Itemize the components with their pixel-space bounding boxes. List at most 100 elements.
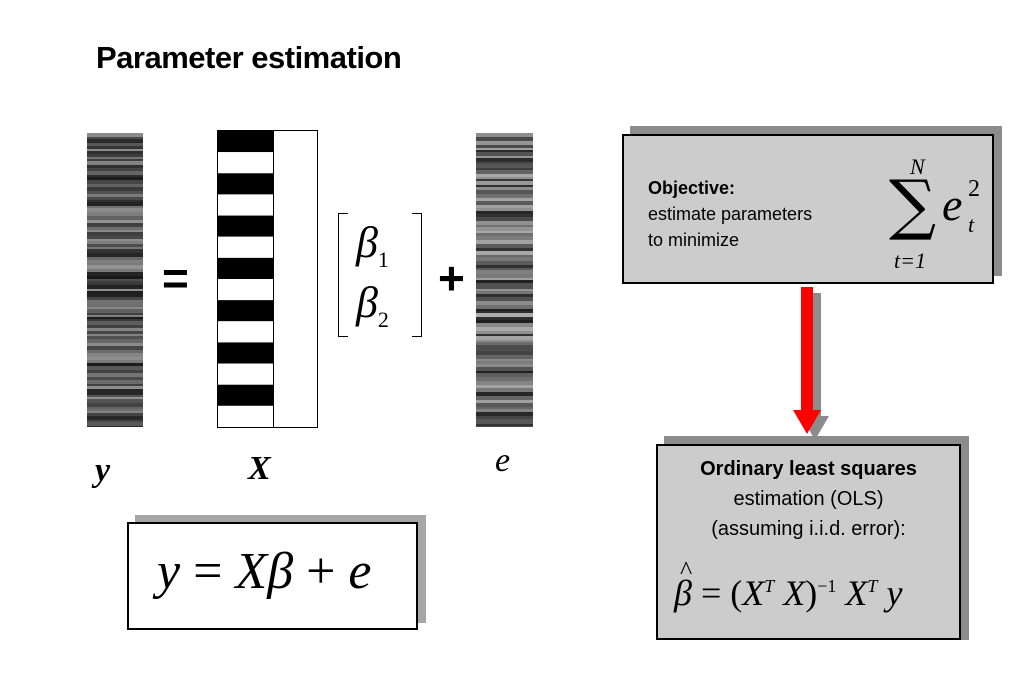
intensity-stripe [476,150,533,152]
intensity-stripe [87,267,143,269]
intensity-stripe [87,285,143,289]
intensity-stripe [87,154,143,157]
intensity-stripe [87,241,143,244]
intensity-stripe [476,381,533,385]
intensity-stripe [476,392,533,396]
intensity-stripe [476,187,533,190]
regressor-block [218,279,273,301]
regressor-block [218,300,273,322]
intensity-stripe [476,158,533,162]
intensity-stripe [476,251,533,255]
intensity-stripe [476,181,533,185]
intensity-stripe [87,373,143,377]
intensity-stripe [476,227,533,231]
intensity-stripe [87,392,143,395]
intensity-stripe [476,291,533,294]
intensity-stripe [87,177,143,180]
intensity-stripe [87,244,143,247]
intensity-stripe [87,416,143,420]
objective-line-2: to minimize [648,230,740,250]
intensity-stripe [476,261,533,265]
intensity-stripe [476,285,533,289]
intensity-stripe [476,400,533,403]
intensity-stripe [476,396,533,400]
intensity-stripe [87,313,143,315]
intensity-stripe [87,397,143,399]
regressor-block [218,152,273,174]
beta-hat: β ^ [674,556,693,613]
intensity-stripe [476,301,533,305]
intensity-stripe [87,366,143,370]
intensity-stripe [87,208,143,212]
intensity-stripe [87,168,143,171]
intensity-stripe [87,304,143,307]
intensity-stripe [87,346,143,350]
design-matrix-regressor-1 [218,131,273,427]
intensity-stripe [476,334,533,336]
intensity-stripe [87,360,143,363]
intensity-stripe [476,133,533,137]
intensity-stripe [476,231,533,233]
intensity-stripe [476,388,533,392]
intensity-stripe [476,211,533,214]
down-arrow [801,287,813,412]
left-bracket [338,213,348,337]
intensity-stripe [476,198,533,201]
intensity-stripe [476,174,533,177]
intensity-stripe [476,233,533,236]
intensity-stripe [87,133,143,137]
intensity-stripe [476,156,533,158]
intensity-stripe [476,168,533,170]
e-label: e [495,442,511,479]
intensity-stripe [87,309,143,313]
intensity-stripe [87,411,143,413]
intensity-stripe [87,403,143,407]
intensity-stripe [476,367,533,371]
intensity-stripe [87,253,143,257]
intensity-stripe [87,426,143,427]
design-matrix-divider [273,131,274,427]
intensity-stripe [87,422,143,426]
intensity-stripe [476,255,533,257]
intensity-stripe [476,407,533,409]
regressor-block [218,131,273,153]
intensity-stripe [476,342,533,345]
intensity-stripe [87,161,143,163]
intensity-stripe [476,170,533,174]
intensity-stripe [87,336,143,339]
intensity-stripe [87,163,143,165]
intensity-stripe [87,307,143,309]
intensity-stripe [87,157,143,159]
ols-line-1: estimation (OLS) [733,488,884,510]
model-equation-box: y = Xβ + e [127,522,418,630]
intensity-stripe [87,206,143,208]
intensity-stripe [87,328,143,331]
sum-symbol: ∑ [889,166,937,243]
intensity-stripe [87,291,143,294]
intensity-stripe [87,407,143,409]
intensity-stripe [87,357,143,360]
intensity-stripe [476,148,533,150]
intensity-stripe [476,205,533,208]
sum-term: e [942,179,963,230]
intensity-stripe [87,139,143,143]
intensity-stripe [476,320,533,323]
intensity-stripe [87,257,143,260]
regressor-block [218,215,273,237]
intensity-stripe [87,370,143,373]
intensity-stripe [87,187,143,191]
intensity-stripe [87,200,143,202]
right-bracket [412,213,422,337]
regressor-block [218,236,273,258]
intensity-stripe [476,190,533,194]
intensity-stripe [476,257,533,261]
intensity-stripe [476,309,533,311]
intensity-stripe [87,294,143,297]
regressor-block [218,257,273,279]
intensity-stripe [87,143,143,146]
intensity-stripe [476,274,533,278]
intensity-stripe [87,223,143,225]
intensity-stripe [476,424,533,426]
y-data-strip [87,133,143,427]
intensity-stripe [476,201,533,205]
